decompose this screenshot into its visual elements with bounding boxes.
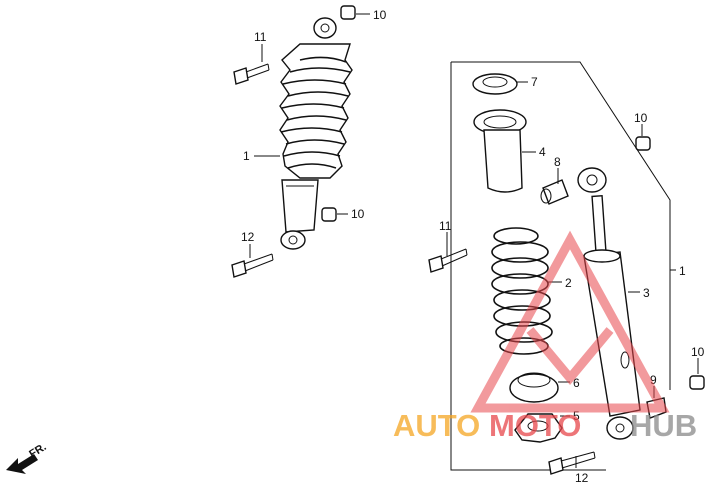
callout-10-far-right: 10 bbox=[691, 345, 705, 359]
callout-11-right: 11 bbox=[439, 219, 452, 233]
bolt-11-right bbox=[428, 248, 468, 273]
callout-8: 8 bbox=[554, 155, 561, 169]
bolt-12-lower bbox=[231, 253, 274, 278]
callout-6: 6 bbox=[573, 376, 580, 390]
watermark-triangle-icon bbox=[470, 230, 670, 413]
callout-1-right: 1 bbox=[679, 264, 686, 278]
callout-11-upper-left: 11 bbox=[254, 30, 267, 44]
nut-10-right bbox=[635, 136, 651, 151]
callout-10-middle: 10 bbox=[351, 207, 365, 221]
spring-seat-7 bbox=[472, 73, 518, 95]
callout-3: 3 bbox=[643, 286, 650, 300]
callout-10-top: 10 bbox=[373, 8, 387, 22]
callout-7: 7 bbox=[531, 75, 538, 89]
callout-1-left: 1 bbox=[243, 149, 250, 163]
front-direction-indicator: FR. bbox=[6, 441, 49, 474]
watermark-logo bbox=[470, 230, 670, 413]
spring-seat-6 bbox=[509, 372, 559, 403]
watermark-text-auto: AUTO bbox=[393, 408, 480, 443]
callout-4: 4 bbox=[539, 145, 546, 159]
bushing-8 bbox=[540, 179, 569, 205]
bolt-11-upper bbox=[233, 63, 270, 85]
dust-boot-4 bbox=[473, 109, 527, 193]
bolt-12-right bbox=[548, 451, 596, 475]
assembled-rear-shock bbox=[279, 17, 353, 250]
nut-10-top bbox=[340, 5, 356, 20]
callout-2: 2 bbox=[565, 276, 572, 290]
callout-10-right: 10 bbox=[634, 111, 648, 125]
arrow-icon bbox=[6, 454, 38, 474]
nut-10-far-right bbox=[689, 375, 705, 390]
callout-12-right: 12 bbox=[575, 471, 589, 485]
nut-10-middle bbox=[321, 207, 337, 222]
adjuster-5 bbox=[514, 413, 563, 443]
watermark-text-moto: MOTO bbox=[489, 408, 581, 443]
callout-5: 5 bbox=[573, 409, 580, 423]
callout-12-left: 12 bbox=[241, 230, 255, 244]
callout-9: 9 bbox=[650, 373, 657, 387]
watermark-text-hub: HUB bbox=[630, 408, 697, 443]
